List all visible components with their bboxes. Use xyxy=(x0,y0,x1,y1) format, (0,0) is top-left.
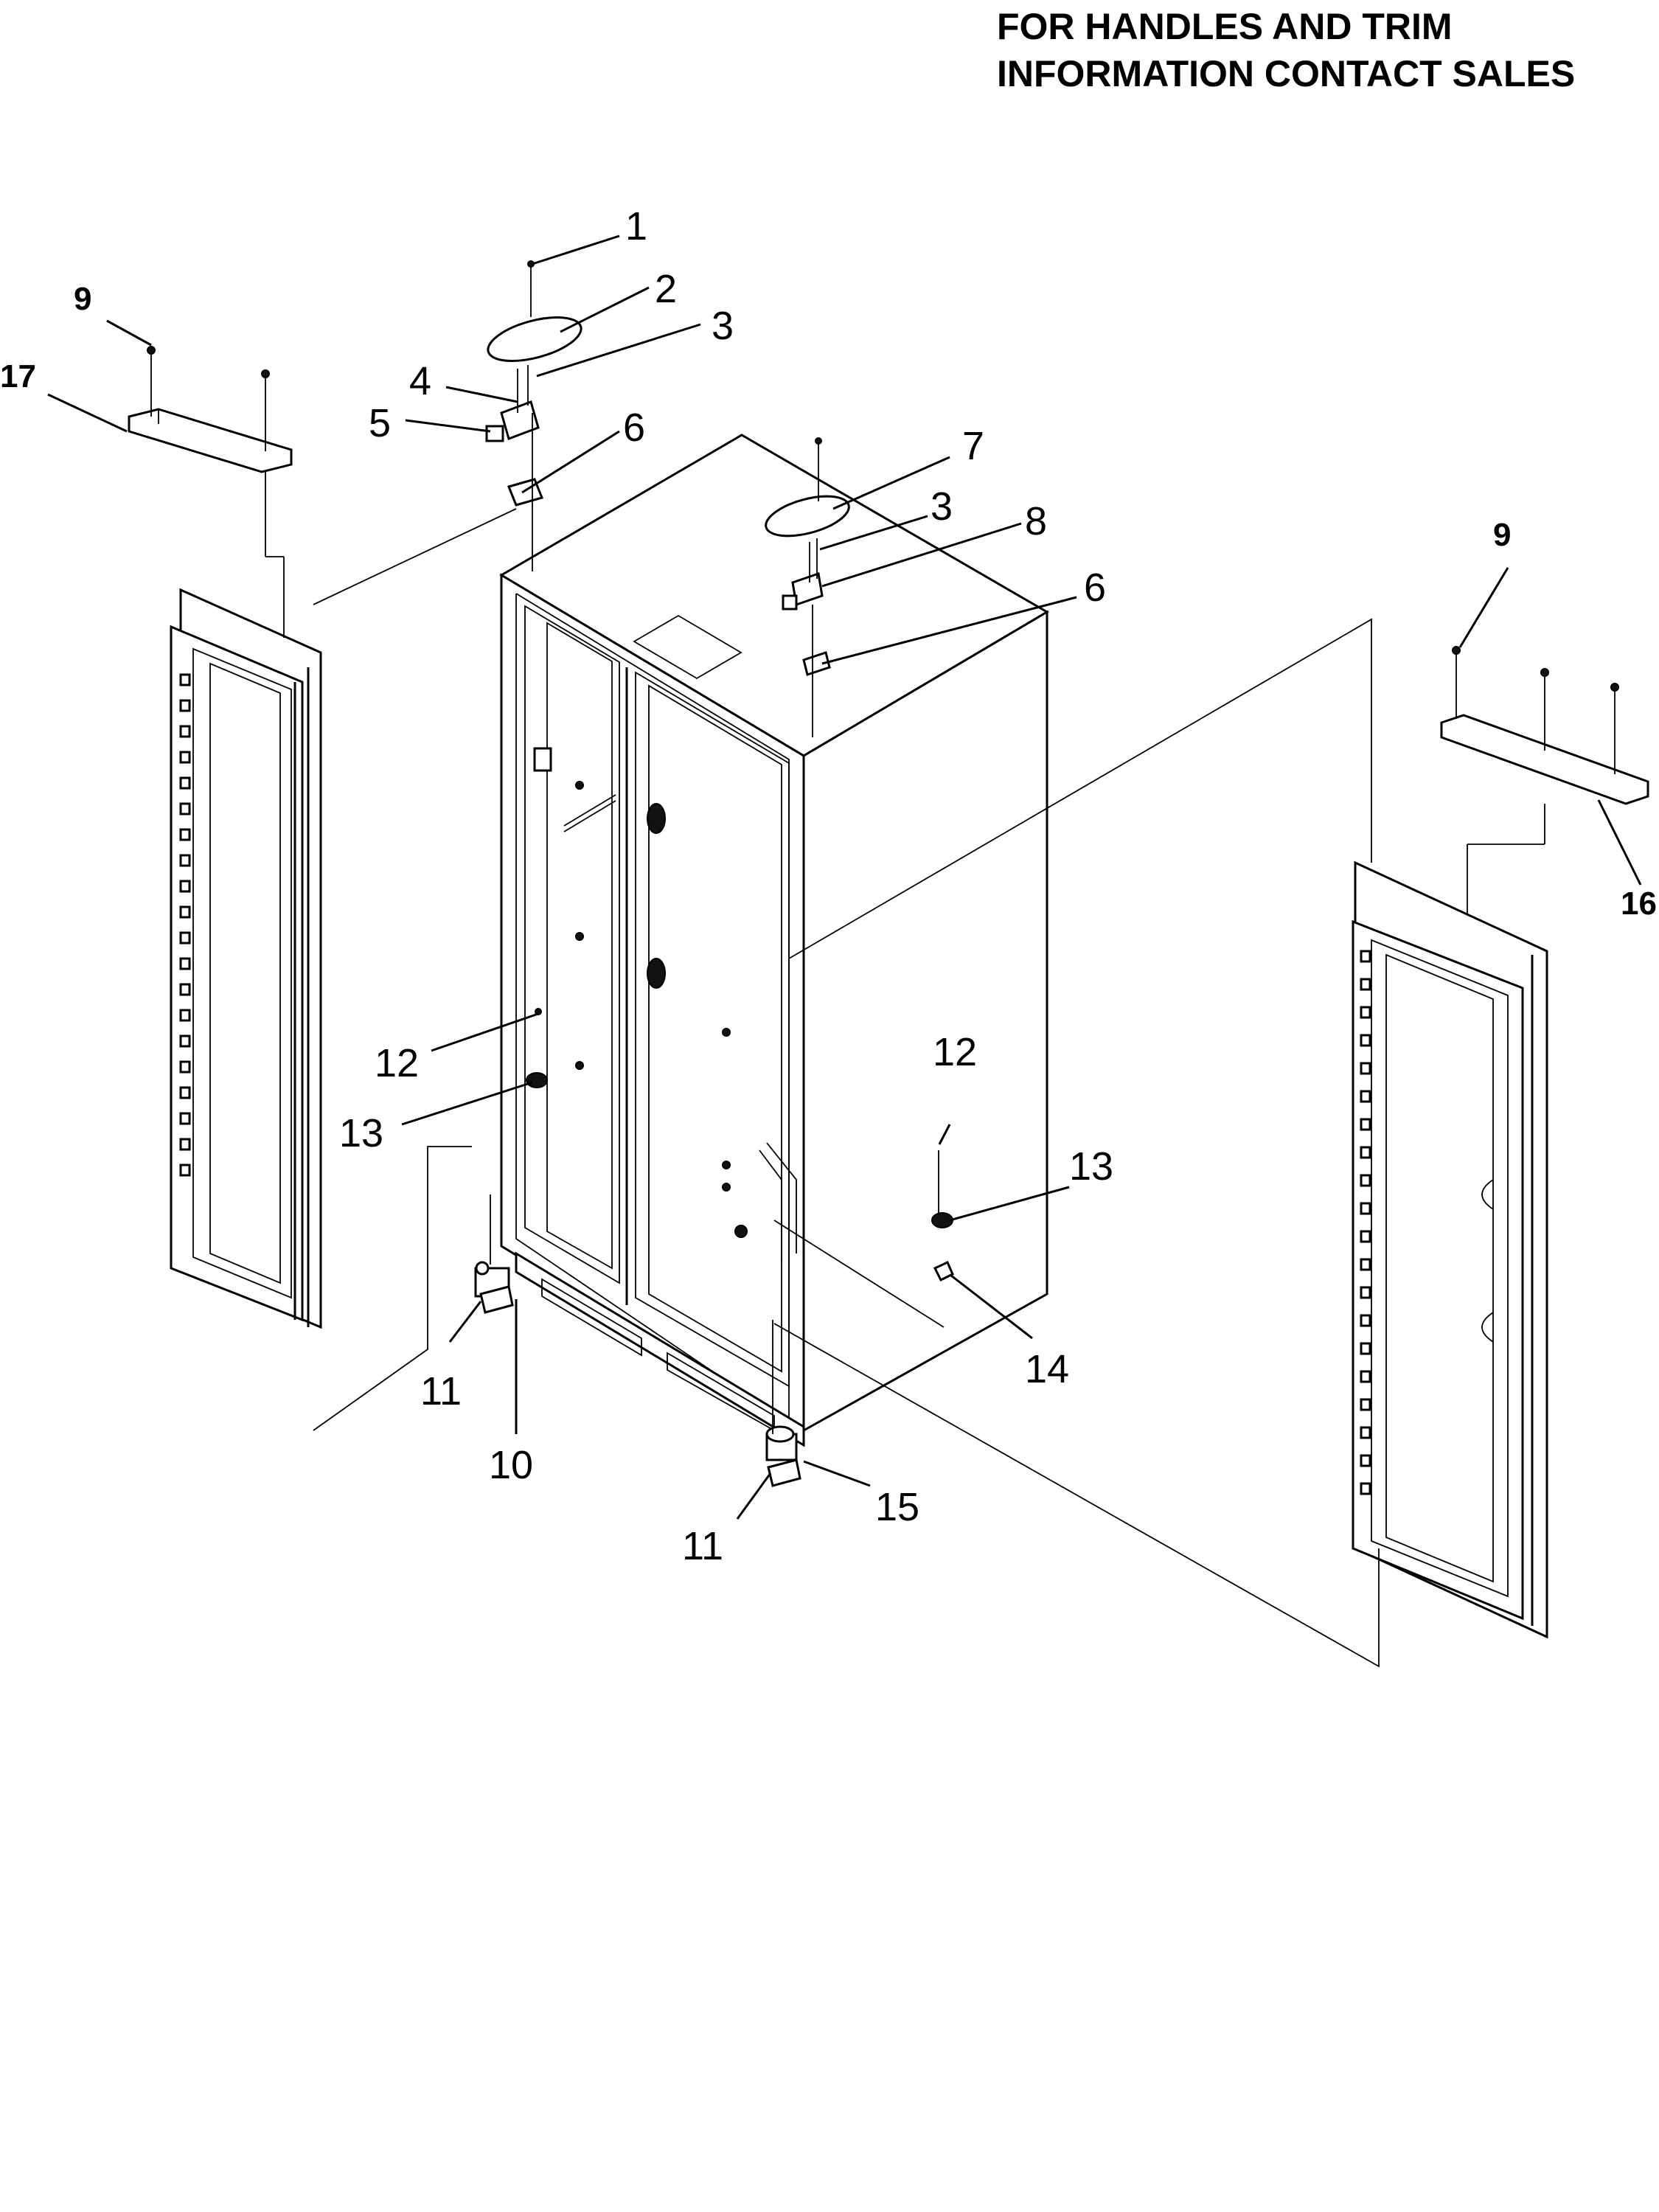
door-stop-hardware xyxy=(526,1008,954,1282)
callout-13-left: 13 xyxy=(339,1111,383,1155)
callout-2: 2 xyxy=(655,267,677,311)
right-bottom-hinge xyxy=(765,1320,801,1487)
callout-7: 7 xyxy=(962,424,984,468)
callout-8: 8 xyxy=(1025,499,1047,543)
right-door-assembly xyxy=(1352,860,1548,1639)
note-line-1: FOR HANDLES AND TRIM xyxy=(997,6,1453,47)
callout-5: 5 xyxy=(369,401,391,445)
callout-15: 15 xyxy=(875,1485,919,1529)
callout-4: 4 xyxy=(409,359,431,403)
note-line-2: INFORMATION CONTACT SALES xyxy=(997,53,1576,94)
left-door-top-trim xyxy=(128,346,293,638)
refrigerator-cabinet xyxy=(499,434,1049,1447)
callout-13-right: 13 xyxy=(1069,1144,1113,1189)
callout-14: 14 xyxy=(1025,1347,1069,1391)
callout-3-left: 3 xyxy=(712,304,734,348)
leader-and-connector-lines xyxy=(313,508,1380,1668)
right-door-top-trim xyxy=(1440,646,1649,914)
callout-3-right: 3 xyxy=(931,484,953,529)
callout-11-right: 11 xyxy=(682,1524,723,1568)
callout-11-left: 11 xyxy=(420,1369,462,1413)
right-door-shelf-holes xyxy=(1360,950,1371,1495)
callout-numbers: 1 2 3 4 5 6 7 3 8 6 9 17 9 16 12 13 12 1… xyxy=(0,204,1657,1568)
callout-9-left: 9 xyxy=(74,281,91,317)
callout-leaders xyxy=(47,234,1642,1520)
left-bottom-hinge xyxy=(474,1194,514,1314)
callout-9-right: 9 xyxy=(1493,517,1511,553)
left-door-shelf-holes xyxy=(179,673,191,1177)
callout-1: 1 xyxy=(625,204,647,248)
callout-10: 10 xyxy=(489,1443,533,1487)
handles-trim-note: FOR HANDLES AND TRIM INFORMATION CONTACT… xyxy=(997,3,1653,97)
callout-17: 17 xyxy=(0,358,36,394)
callout-6-right: 6 xyxy=(1084,566,1106,610)
left-door-assembly xyxy=(170,588,322,1329)
callout-12-left: 12 xyxy=(375,1041,419,1085)
callout-16: 16 xyxy=(1621,886,1657,922)
callout-6-left: 6 xyxy=(623,406,645,450)
left-top-hinge-assembly xyxy=(485,260,582,571)
right-top-hinge-assembly xyxy=(765,437,850,737)
callout-12-right: 12 xyxy=(933,1030,977,1074)
